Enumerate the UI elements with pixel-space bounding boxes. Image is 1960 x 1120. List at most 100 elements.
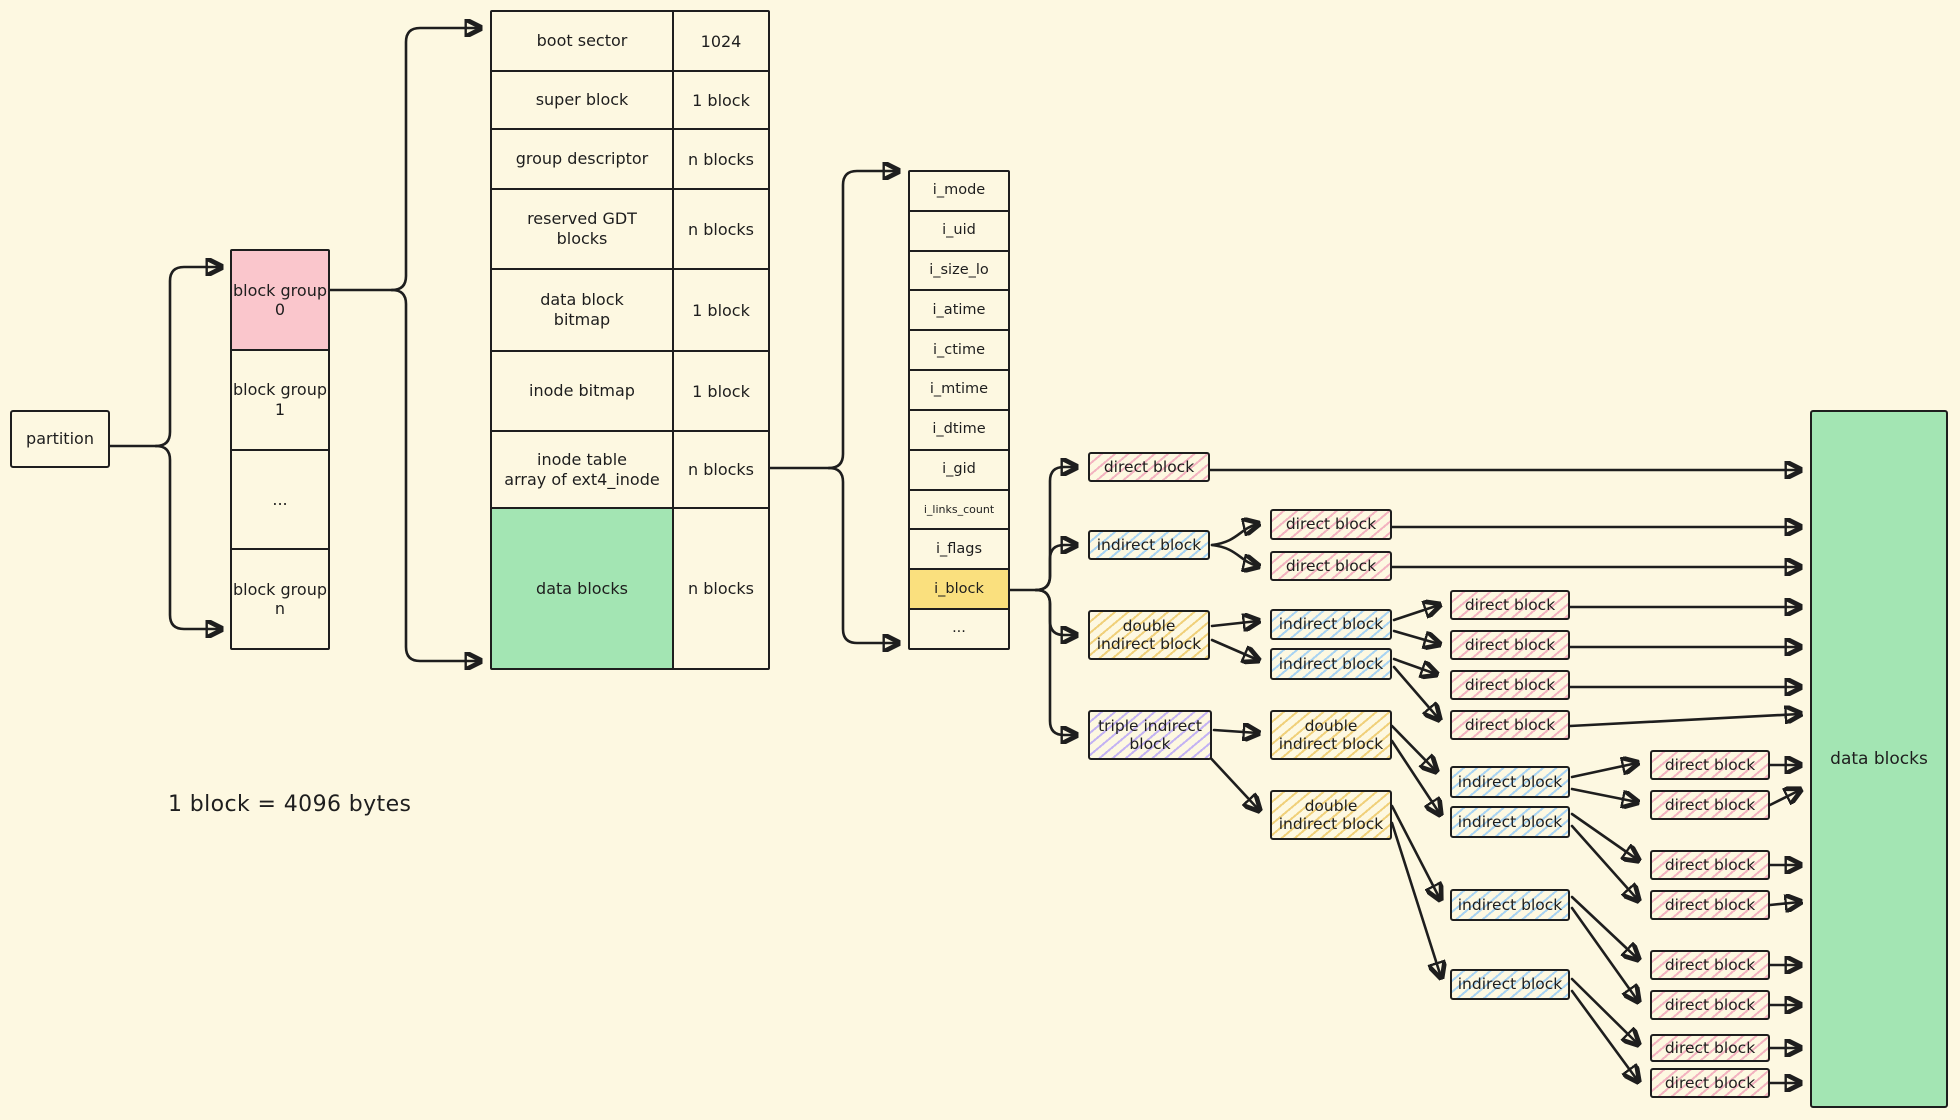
inode-field-i-flags: i_flags (910, 530, 1008, 571)
direct-block-box-col3-4: direct block (1450, 710, 1570, 740)
direct-block-label: direct block (1664, 1073, 1756, 1092)
double-indirect-label: double indirect block (1096, 616, 1202, 653)
direct-block-label: direct block (1664, 755, 1756, 774)
indirect-block-box-col1: indirect block (1088, 530, 1210, 560)
indirect-block-label: indirect block (1457, 812, 1563, 831)
direct-block-label: direct block (1664, 895, 1756, 914)
inode-field-i-dtime: i_dtime (910, 411, 1008, 451)
inode-field-i-size-lo: i_size_lo (910, 252, 1008, 292)
indirect-block-label: indirect block (1457, 772, 1563, 791)
direct-block-box-col3-1: direct block (1450, 590, 1570, 620)
table-row-inode-bitmap: inode bitmap 1 block (492, 352, 768, 432)
direct-block-label: direct block (1464, 675, 1556, 694)
indirect-block-label: indirect block (1457, 975, 1563, 994)
row-name: data block bitmap (492, 270, 674, 350)
block-size-note: 1 block = 4096 bytes (168, 792, 412, 817)
direct-block-box-col4-2: direct block (1650, 790, 1770, 820)
direct-block-label: direct block (1464, 595, 1556, 614)
table-row-super-block: super block 1 block (492, 72, 768, 130)
row-size: 1 block (692, 381, 750, 401)
direct-block-label: direct block (1285, 556, 1377, 575)
row-size: 1 block (692, 90, 750, 110)
direct-block-box-col2-1: direct block (1270, 509, 1392, 540)
row-name: super block (492, 72, 674, 128)
table-row-boot-sector: boot sector 1024 (492, 12, 768, 72)
row-size: n blocks (687, 579, 754, 598)
direct-block-box-col4-8: direct block (1650, 1068, 1770, 1098)
indirect-block-box-col3-3: indirect block (1450, 889, 1570, 921)
row-size: 1024 (700, 31, 742, 51)
data-blocks-label: data blocks (1830, 748, 1928, 769)
row-name: inode table array of ext4_inode (492, 432, 674, 507)
direct-block-box-col2-2: direct block (1270, 551, 1392, 581)
block-group-n-cell: block group n (232, 579, 327, 619)
direct-block-box-col4-3: direct block (1650, 850, 1770, 880)
double-indirect-block-box-col2-1: double indirect block (1270, 710, 1392, 760)
block-group-ellipsis-cell: ... (232, 451, 328, 551)
inode-field-ellipsis: ... (952, 620, 966, 637)
inode-field-i-uid: i_uid (910, 212, 1008, 252)
direct-block-label: direct block (1664, 855, 1756, 874)
triple-indirect-label: triple indirect block (1098, 716, 1202, 753)
indirect-block-label: indirect block (1457, 895, 1563, 914)
table-row-group-descriptor: group descriptor n blocks (492, 130, 768, 190)
inode-field-i-gid: i_gid (910, 451, 1008, 491)
table-row-reserved-gdt: reserved GDT blocks n blocks (492, 190, 768, 270)
direct-block-box-col4-7: direct block (1650, 1034, 1770, 1062)
direct-block-label: direct block (1664, 795, 1756, 814)
row-size: n blocks (687, 460, 754, 479)
direct-block-label: direct block (1103, 457, 1195, 476)
inode-field-list: i_mode i_uid i_size_lo i_atime i_ctime i… (908, 170, 1010, 650)
inode-field-i-ctime: i_ctime (910, 331, 1008, 372)
indirect-block-label: indirect block (1278, 615, 1384, 634)
direct-block-box-col3-3: direct block (1450, 670, 1570, 700)
partition-label: partition (26, 428, 94, 448)
direct-block-label: direct block (1285, 515, 1377, 534)
direct-block-box-col4-6: direct block (1650, 990, 1770, 1020)
direct-block-label: direct block (1664, 995, 1756, 1014)
triple-indirect-block-box: triple indirect block (1088, 710, 1212, 760)
row-size: 1 block (692, 300, 750, 320)
double-indirect-block-box-col2-2: double indirect block (1270, 790, 1392, 840)
direct-block-box-col4-1: direct block (1650, 750, 1770, 780)
table-row-inode-table: inode table array of ext4_inode n blocks (492, 432, 768, 509)
partition-box: partition (10, 410, 110, 468)
indirect-block-label: indirect block (1278, 654, 1384, 673)
row-size: n blocks (687, 219, 754, 239)
direct-block-box-col1: direct block (1088, 452, 1210, 482)
direct-block-label: direct block (1464, 635, 1556, 654)
row-name: reserved GDT blocks (492, 190, 674, 268)
block-group-stack: block group 0 block group 1 ... block gr… (230, 249, 330, 650)
indirect-block-box-col3-2: indirect block (1450, 806, 1570, 838)
double-indirect-label: double indirect block (1278, 796, 1384, 833)
direct-block-box-col4-5: direct block (1650, 950, 1770, 980)
row-name: inode bitmap (492, 352, 674, 430)
table-row-data-blocks: data blocks n blocks (492, 509, 768, 668)
direct-block-label: direct block (1664, 1038, 1756, 1057)
row-name: boot sector (492, 12, 674, 70)
indirect-block-box-col2-1: indirect block (1270, 609, 1392, 640)
indirect-block-box-col3-1: indirect block (1450, 766, 1570, 798)
double-indirect-block-box-col1: double indirect block (1088, 610, 1210, 660)
indirect-block-label: indirect block (1096, 535, 1202, 554)
direct-block-box-col3-2: direct block (1450, 630, 1570, 660)
inode-field-i-links-count: i_links_count (910, 491, 1008, 531)
direct-block-box-col4-4: direct block (1650, 890, 1770, 920)
indirect-block-box-col3-4: indirect block (1450, 969, 1570, 1000)
inode-field-i-mode: i_mode (910, 172, 1008, 212)
row-name: group descriptor (492, 130, 674, 188)
data-blocks-box: data blocks (1810, 410, 1948, 1108)
inode-field-i-mtime: i_mtime (910, 371, 1008, 411)
direct-block-label: direct block (1464, 715, 1556, 734)
inode-field-i-atime: i_atime (910, 291, 1008, 332)
indirect-block-box-col2-2: indirect block (1270, 648, 1392, 680)
row-size: n blocks (687, 149, 754, 169)
inode-field-i-block: i_block (910, 570, 1008, 611)
double-indirect-label: double indirect block (1278, 716, 1384, 753)
table-row-data-block-bitmap: data block bitmap 1 block (492, 270, 768, 352)
block-group-1-cell: block group 1 (232, 351, 328, 451)
block-group-layout-table: boot sector 1024 super block 1 block gro… (490, 10, 770, 670)
direct-block-label: direct block (1664, 955, 1756, 974)
